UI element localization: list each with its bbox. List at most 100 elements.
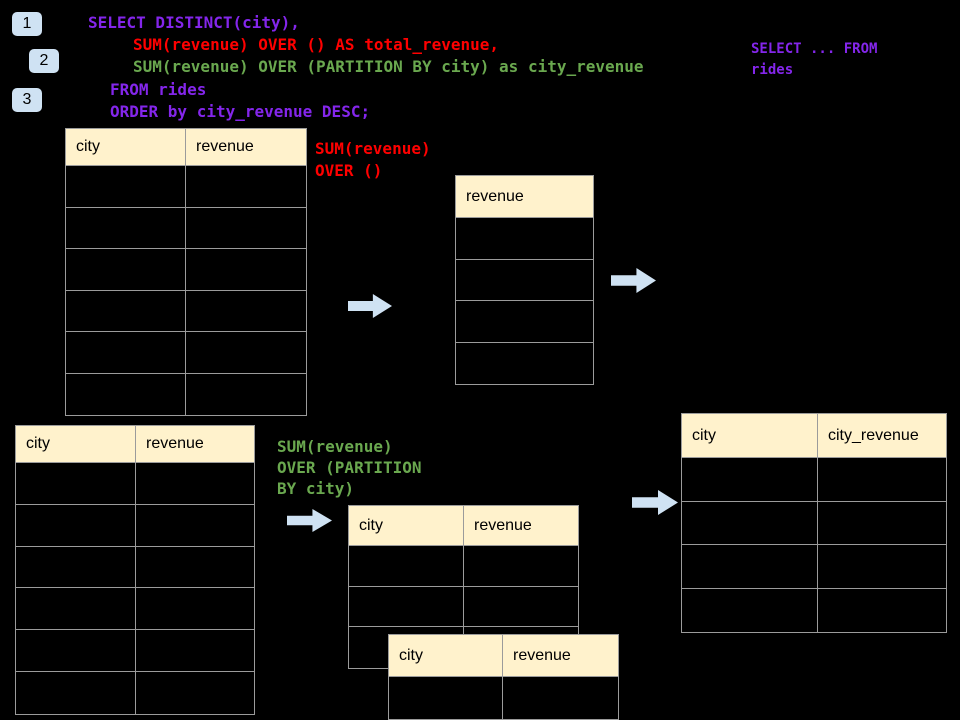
step-badge-1: 1: [12, 12, 42, 36]
table-header-cell: city: [16, 426, 136, 462]
flow-arrow-icon: [611, 268, 656, 293]
table-partition-intermediate-2: city revenue: [388, 634, 619, 720]
table-cell: [66, 249, 186, 290]
table-cell: [464, 546, 576, 586]
table-row: [682, 545, 946, 589]
table-row: [66, 166, 306, 208]
table-cell: [682, 501, 818, 544]
table-header-row: revenue: [456, 176, 593, 218]
table-cell: [818, 502, 944, 545]
side-note-line-2: rides: [751, 62, 794, 78]
table-cell: [16, 671, 136, 714]
table-row: [682, 501, 946, 545]
table-cell: [818, 458, 944, 501]
annotation-total-line-2: OVER (): [315, 161, 383, 180]
table-header-row: city city_revenue: [682, 414, 946, 458]
table-row: [456, 218, 593, 260]
table-row: [16, 546, 254, 589]
flow-arrow-icon: [348, 294, 392, 318]
table-row: [66, 373, 306, 416]
table-cell: [16, 463, 136, 504]
table-partition-intermediate-1: city revenue: [348, 505, 579, 670]
table-cell: [456, 343, 591, 385]
table-cell: [66, 290, 186, 331]
table-header-cell: revenue: [466, 187, 524, 205]
table-cell: [389, 677, 503, 719]
table-cell: [682, 588, 818, 632]
table-header-cell: city: [682, 414, 818, 457]
table-total-revenue-result: revenue: [455, 175, 594, 385]
table-cell: [503, 677, 616, 719]
table-cell: [16, 630, 136, 671]
annotation-partition-line-3: BY city): [277, 479, 355, 498]
table-row: [66, 249, 306, 291]
table-cell: [349, 546, 464, 586]
table-row: [456, 260, 593, 301]
table-header-cell: revenue: [196, 138, 254, 155]
table-cell: [66, 332, 186, 373]
table-cell: [818, 545, 944, 588]
table-header-cell: revenue: [146, 435, 204, 452]
table-row: [16, 463, 254, 505]
annotation-total-line-1: SUM(revenue): [315, 139, 431, 158]
table-row: [682, 458, 946, 502]
table-cell: [16, 546, 136, 588]
sql-line-from: FROM rides: [110, 80, 207, 99]
table-row: [456, 343, 593, 385]
side-note-line-1: SELECT ... FROM: [751, 41, 878, 57]
table-header-cell: revenue: [513, 646, 571, 664]
table-cell: [186, 166, 304, 207]
table-cell: [66, 207, 186, 248]
table-header-cell: city_revenue: [828, 426, 919, 444]
table-cell: [136, 672, 252, 714]
step-badge-3: 3: [12, 88, 42, 112]
table-header-row: city revenue: [349, 506, 578, 546]
table-header-cell: city: [389, 635, 503, 676]
table-header-row: city revenue: [66, 129, 306, 166]
table-cell: [186, 291, 304, 332]
annotation-partition-line-2: OVER (PARTITION: [277, 458, 422, 477]
table-cell: [66, 166, 186, 207]
table-cell: [682, 458, 818, 501]
sql-line-partition: SUM(revenue) OVER (PARTITION BY city) as…: [133, 57, 644, 76]
table-row: [16, 630, 254, 672]
table-cell: [464, 587, 576, 627]
table-row: [16, 504, 254, 547]
table-cell: [136, 505, 252, 546]
table-cell: [186, 249, 304, 290]
table-row: [456, 301, 593, 343]
table-cell: [682, 545, 818, 588]
sql-line-select: SELECT DISTINCT(city),: [88, 13, 300, 32]
annotation-partition-line-1: SUM(revenue): [277, 437, 393, 456]
table-cell: [136, 630, 252, 671]
table-cell: [136, 463, 252, 504]
table-row: [66, 207, 306, 249]
table-row: [389, 677, 618, 719]
table-row: [66, 332, 306, 374]
table-header-cell: city: [66, 129, 186, 165]
table-row: [66, 290, 306, 332]
sql-line-order: ORDER by city_revenue DESC;: [110, 102, 371, 121]
sql-line-total: SUM(revenue) OVER () AS total_revenue,: [133, 35, 500, 54]
table-cell: [16, 588, 136, 630]
table-row: [349, 546, 578, 587]
table-cell: [456, 260, 591, 301]
table-cell: [136, 588, 252, 629]
table-row: [349, 586, 578, 628]
table-cell: [456, 301, 591, 342]
table-cell: [16, 504, 136, 546]
table-cell: [186, 374, 304, 416]
flow-arrow-icon: [632, 490, 678, 515]
table-header-cell: revenue: [474, 516, 532, 534]
step-badge-2: 2: [29, 49, 59, 73]
flow-arrow-icon: [287, 509, 332, 532]
table-cell: [349, 586, 464, 627]
table-city-revenue-result: city city_revenue: [681, 413, 947, 633]
table-cell: [186, 208, 304, 249]
table-cell: [66, 373, 186, 415]
table-cell: [456, 218, 591, 259]
table-rides-source-top: city revenue: [65, 128, 307, 416]
table-row: [16, 588, 254, 631]
table-cell: [136, 547, 252, 588]
